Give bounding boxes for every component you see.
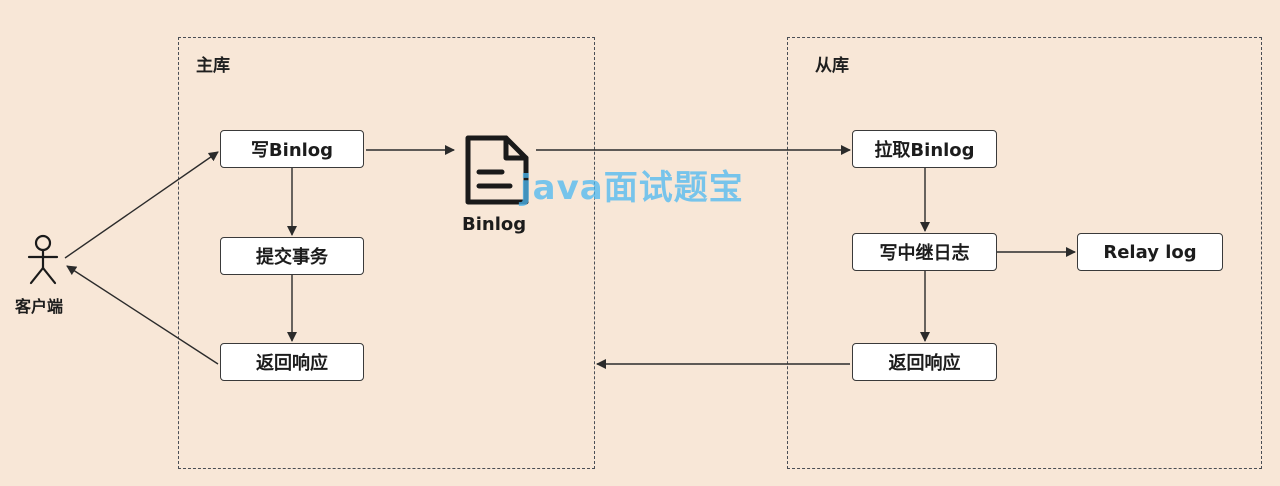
master-panel-title: 主库 xyxy=(196,56,230,76)
master-return-response-box: 返回响应 xyxy=(220,343,364,381)
pull-binlog-box: 拉取Binlog xyxy=(852,130,997,168)
slave-return-response-box: 返回响应 xyxy=(852,343,997,381)
document-icon xyxy=(465,135,529,205)
write-binlog-box: 写Binlog xyxy=(220,130,364,168)
relay-log-box: Relay log xyxy=(1077,233,1223,271)
binlog-file-label: Binlog xyxy=(462,214,527,235)
write-relay-log-box: 写中继日志 xyxy=(852,233,997,271)
arrow-client-to-write-binlog xyxy=(64,151,219,259)
commit-transaction-box: 提交事务 xyxy=(220,237,364,275)
slave-panel-title: 从库 xyxy=(815,56,849,76)
watermark-text: java面试题宝 xyxy=(520,168,744,208)
slave-panel xyxy=(787,37,1262,469)
stick-figure-icon xyxy=(27,234,59,285)
master-panel xyxy=(178,37,595,469)
arrow-response-to-client xyxy=(66,265,219,365)
flow-arrows xyxy=(64,145,1076,369)
client-label: 客户端 xyxy=(15,297,64,316)
